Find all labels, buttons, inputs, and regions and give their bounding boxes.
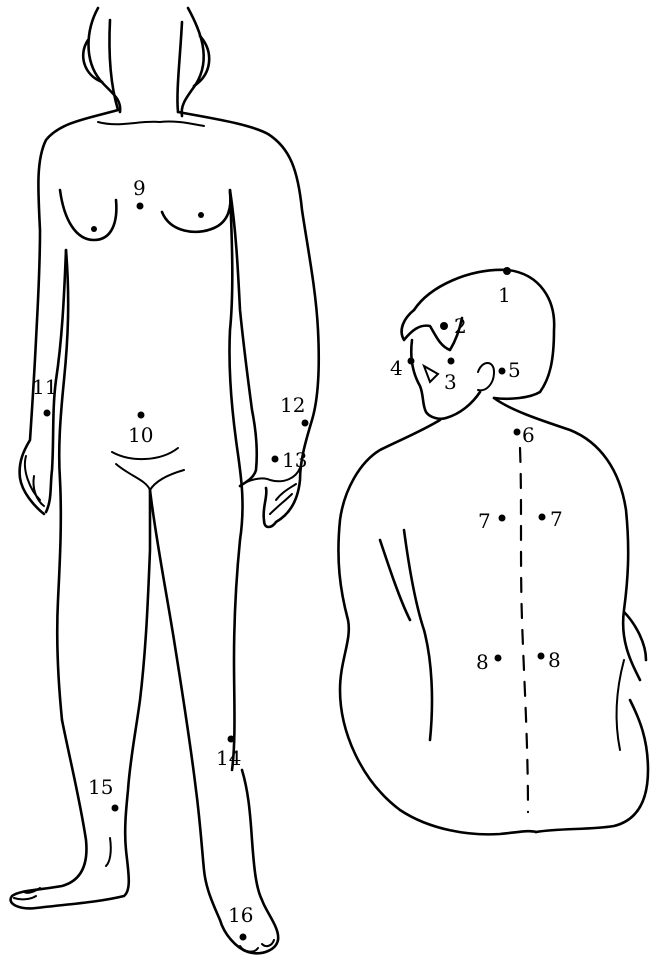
front-leg-right-outer	[150, 490, 278, 953]
point-8-right-marker	[538, 653, 545, 660]
point-16-label: 16	[228, 903, 253, 927]
point-8-left-marker	[495, 655, 502, 662]
back-arm-right-inner	[617, 660, 624, 750]
front-collarbone	[98, 121, 204, 126]
front-inner-arm-right	[230, 190, 257, 486]
point-10-label: 10	[128, 423, 153, 447]
front-breast-right	[162, 192, 230, 232]
point-7-left-label: 7	[478, 509, 491, 533]
acupoint-markers: 1 2 3 4 5 6 7 7 8 8 9 10 11 12 13 14	[32, 176, 563, 941]
front-ankle-left	[106, 838, 111, 866]
point-5-marker	[499, 368, 506, 375]
nipple-left	[91, 226, 97, 232]
back-arm-left	[404, 530, 432, 740]
point-14-label: 14	[216, 746, 241, 770]
front-pelvis-lower	[116, 464, 184, 490]
point-3-label: 3	[444, 370, 457, 394]
point-7-right-label: 7	[550, 507, 563, 531]
point-11-marker	[44, 410, 51, 417]
point-13-label: 13	[282, 448, 307, 472]
front-hair-left-curl	[83, 40, 102, 82]
front-pelvis-upper	[112, 448, 178, 459]
nipple-right	[198, 212, 204, 218]
point-14-marker	[228, 736, 235, 743]
front-torso-right	[229, 190, 242, 770]
point-2-marker	[440, 322, 448, 330]
front-neck-right	[177, 22, 182, 112]
point-6-marker	[514, 429, 521, 436]
point-7-left-marker	[499, 515, 506, 522]
point-12-marker	[302, 420, 309, 427]
point-4-label: 4	[390, 356, 403, 380]
point-13-marker	[272, 456, 279, 463]
point-8-left-label: 8	[476, 650, 489, 674]
point-15-marker	[112, 805, 119, 812]
point-2-label: 2	[454, 314, 467, 338]
back-neck	[338, 420, 536, 834]
point-4-marker	[408, 358, 415, 365]
point-9-marker	[137, 203, 144, 210]
point-5-label: 5	[508, 358, 521, 382]
back-buttocks	[536, 700, 648, 832]
front-hair-right	[182, 8, 204, 116]
front-breast-left	[60, 190, 116, 240]
point-7-right-marker	[539, 514, 546, 521]
back-ear	[478, 363, 494, 390]
back-arm-left-inner	[380, 540, 410, 620]
spine-line	[520, 448, 528, 812]
point-12-label: 12	[280, 393, 305, 417]
point-3-marker	[448, 358, 455, 365]
point-6-label: 6	[522, 423, 535, 447]
point-10-marker	[138, 412, 145, 419]
back-shoulder-right	[494, 398, 640, 680]
point-9-label: 9	[133, 176, 146, 200]
back-eye	[424, 366, 438, 382]
front-figure	[11, 8, 319, 953]
point-15-label: 15	[88, 775, 113, 799]
front-leg-left-outer	[11, 490, 150, 908]
point-1-marker	[503, 267, 511, 275]
back-figure	[338, 270, 648, 835]
point-16-marker	[240, 934, 247, 941]
point-8-right-label: 8	[548, 648, 561, 672]
point-11-label: 11	[32, 375, 57, 399]
point-1-label: 1	[498, 283, 511, 307]
